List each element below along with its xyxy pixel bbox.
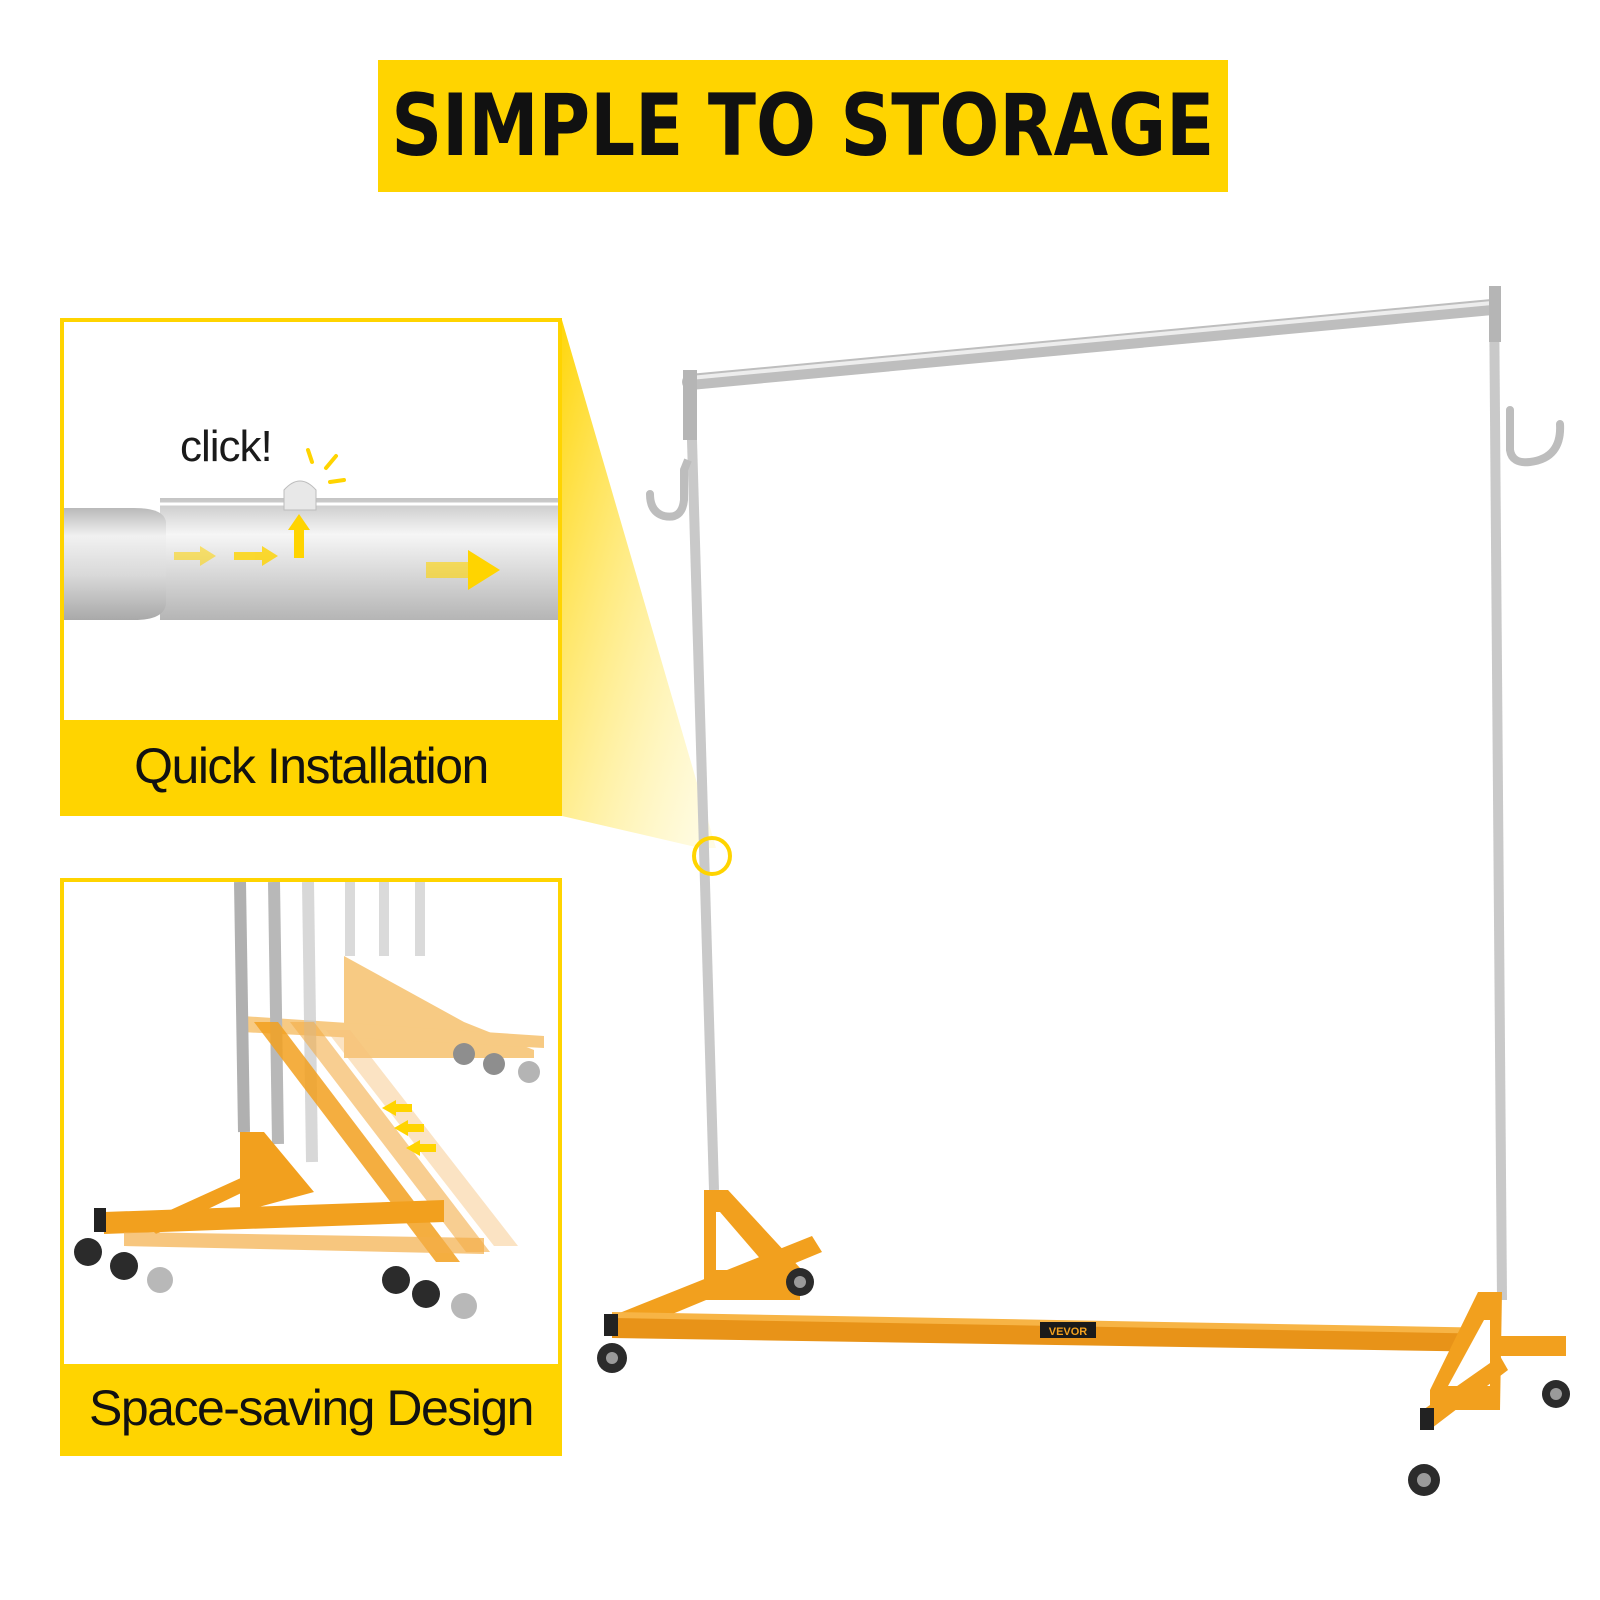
arrow-up-icon [288,514,310,558]
brand-tag [1040,1322,1096,1338]
tube-joint-zoom-illustration [64,448,558,620]
arrow-left-icon [394,1120,424,1136]
hook-icon [646,458,692,521]
quick-installation-label: Quick Installation [64,720,558,812]
click-burst-icon [306,448,346,484]
brand-logo: VEVOR [1049,1326,1088,1338]
click-callout: click! [180,422,273,471]
highlight-circle-icon [692,836,732,876]
hook-icon [1506,406,1565,467]
space-saving-label: Space-saving Design [64,1364,558,1452]
space-saving-panel: Space-saving Design [60,878,562,1456]
quick-installation-panel: click! Quick Installation [60,318,562,816]
folding-rack-illustration [74,882,544,1319]
arrow-right-icon [174,546,216,566]
arrow-right-icon [426,550,500,590]
title-banner: SIMPLE TO STORAGE [378,60,1228,192]
arrow-right-icon [234,546,278,566]
arrow-left-icon [382,1100,412,1116]
arrow-left-icon [406,1140,436,1156]
banner-title: SIMPLE TO STORAGE [391,76,1215,176]
